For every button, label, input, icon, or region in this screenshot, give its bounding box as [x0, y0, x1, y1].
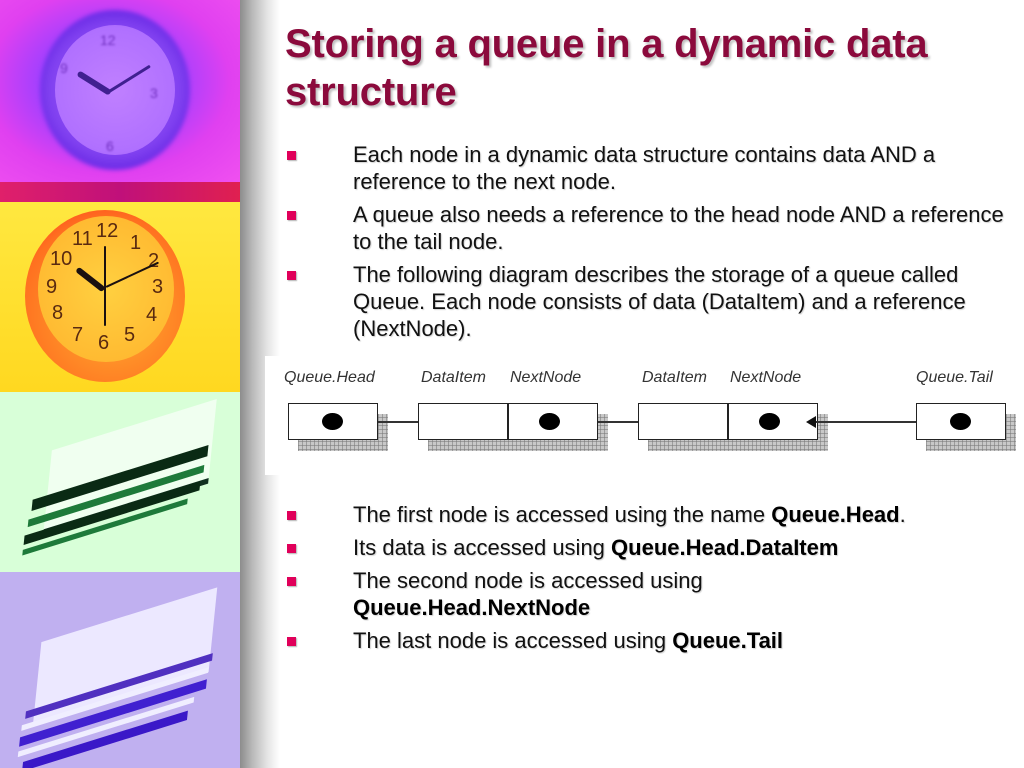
- violet-books-image: [0, 572, 240, 768]
- bullet-bold-text: Queue.Head.NextNode: [353, 595, 591, 620]
- link-line: [598, 421, 643, 423]
- lower-bullet-list: The first node is accessed using the nam…: [285, 501, 1005, 660]
- bullet-bold-text: Queue.Head: [771, 502, 900, 527]
- clock-number: 7: [72, 324, 84, 346]
- clock-number: 9: [60, 60, 68, 76]
- link-line: [378, 421, 423, 423]
- bullet-suffix: .: [899, 502, 906, 527]
- pointer-dot-icon: [539, 413, 560, 430]
- queue-node-2: [638, 403, 818, 440]
- square-bullet-icon: [287, 544, 296, 553]
- clock-number: 12: [96, 220, 119, 242]
- bullet-item: A queue also needs a reference to the he…: [285, 201, 1005, 255]
- bullet-text: The last node is accessed using: [353, 628, 673, 653]
- bullet-text: A queue also needs a reference to the he…: [353, 202, 1004, 254]
- label-queue-head: Queue.Head: [284, 369, 375, 386]
- clock-number: 6: [106, 138, 114, 154]
- square-bullet-icon: [287, 151, 296, 160]
- clock-number: 9: [46, 276, 58, 298]
- purple-clock-image: 12 9 3 6: [0, 0, 240, 182]
- square-bullet-icon: [287, 511, 296, 520]
- label-node2-dataitem: DataItem: [642, 369, 707, 386]
- pointer-dot-icon: [950, 413, 971, 430]
- label-node1-dataitem: DataItem: [421, 369, 486, 386]
- label-node1-nextnode: NextNode: [510, 369, 582, 386]
- node-divider: [507, 404, 509, 439]
- square-bullet-icon: [287, 577, 296, 586]
- square-bullet-icon: [287, 211, 296, 220]
- queue-diagram: Queue.Head DataItem NextNode DataItem Ne…: [265, 356, 1024, 475]
- clock-number: 6: [98, 332, 110, 354]
- bullet-bold-text: Queue.Tail: [672, 628, 784, 653]
- slide-title: Storing a queue in a dynamic data struct…: [285, 22, 928, 114]
- upper-bullet-list: Each node in a dynamic data structure co…: [285, 141, 1005, 348]
- clock-number: 10: [50, 248, 73, 270]
- bullet-text: Each node in a dynamic data structure co…: [353, 142, 936, 194]
- clock-number: 12: [100, 32, 116, 48]
- node-divider: [727, 404, 729, 439]
- bullet-item: Its data is accessed using Queue.Head.Da…: [285, 534, 1005, 561]
- clock-number: 3: [150, 85, 158, 101]
- bullet-text: The second node is accessed using: [353, 568, 703, 593]
- green-books-image: [0, 392, 240, 572]
- red-band: [0, 182, 240, 202]
- clock-number: 8: [52, 302, 64, 324]
- clock-second-hand: [104, 246, 106, 326]
- clock-face: [38, 216, 174, 362]
- square-bullet-icon: [287, 637, 296, 646]
- square-bullet-icon: [287, 271, 296, 280]
- clock-number: 3: [152, 276, 164, 298]
- clock-number: 4: [146, 304, 158, 326]
- bullet-bold-text: Queue.Head.DataItem: [611, 535, 839, 560]
- bullet-text: The following diagram describes the stor…: [353, 262, 966, 341]
- pointer-dot-icon: [759, 413, 780, 430]
- orange-clock-image: 12 1 2 3 4 5 6 7 8 9 10 11: [0, 202, 240, 392]
- tail-pointer-box: [916, 403, 1006, 440]
- decorative-image-strip: 12 9 3 6 12 1 2 3 4 5 6 7 8 9 10 11: [0, 0, 240, 768]
- bullet-item: The first node is accessed using the nam…: [285, 501, 1005, 528]
- clock-number: 5: [124, 324, 136, 346]
- clock-number: 2: [148, 250, 160, 272]
- clock-face: [55, 25, 175, 155]
- clock-number: 11: [72, 228, 93, 250]
- label-queue-tail: Queue.Tail: [916, 369, 993, 386]
- link-line: [816, 421, 916, 423]
- queue-node-1: [418, 403, 598, 440]
- label-node2-nextnode: NextNode: [730, 369, 802, 386]
- book-page: [43, 399, 217, 535]
- bullet-item: The following diagram describes the stor…: [285, 261, 1005, 342]
- arrow-left-icon: [806, 416, 816, 428]
- clock-number: 1: [130, 232, 142, 254]
- bullet-text: The first node is accessed using the nam…: [353, 502, 772, 527]
- bullet-item: The last node is accessed using Queue.Ta…: [285, 627, 1005, 654]
- bullet-text: Its data is accessed using: [353, 535, 612, 560]
- bullet-item: Each node in a dynamic data structure co…: [285, 141, 1005, 195]
- pointer-dot-icon: [322, 413, 343, 430]
- head-pointer-box: [288, 403, 378, 440]
- bullet-item: The second node is accessed using Queue.…: [285, 567, 1005, 621]
